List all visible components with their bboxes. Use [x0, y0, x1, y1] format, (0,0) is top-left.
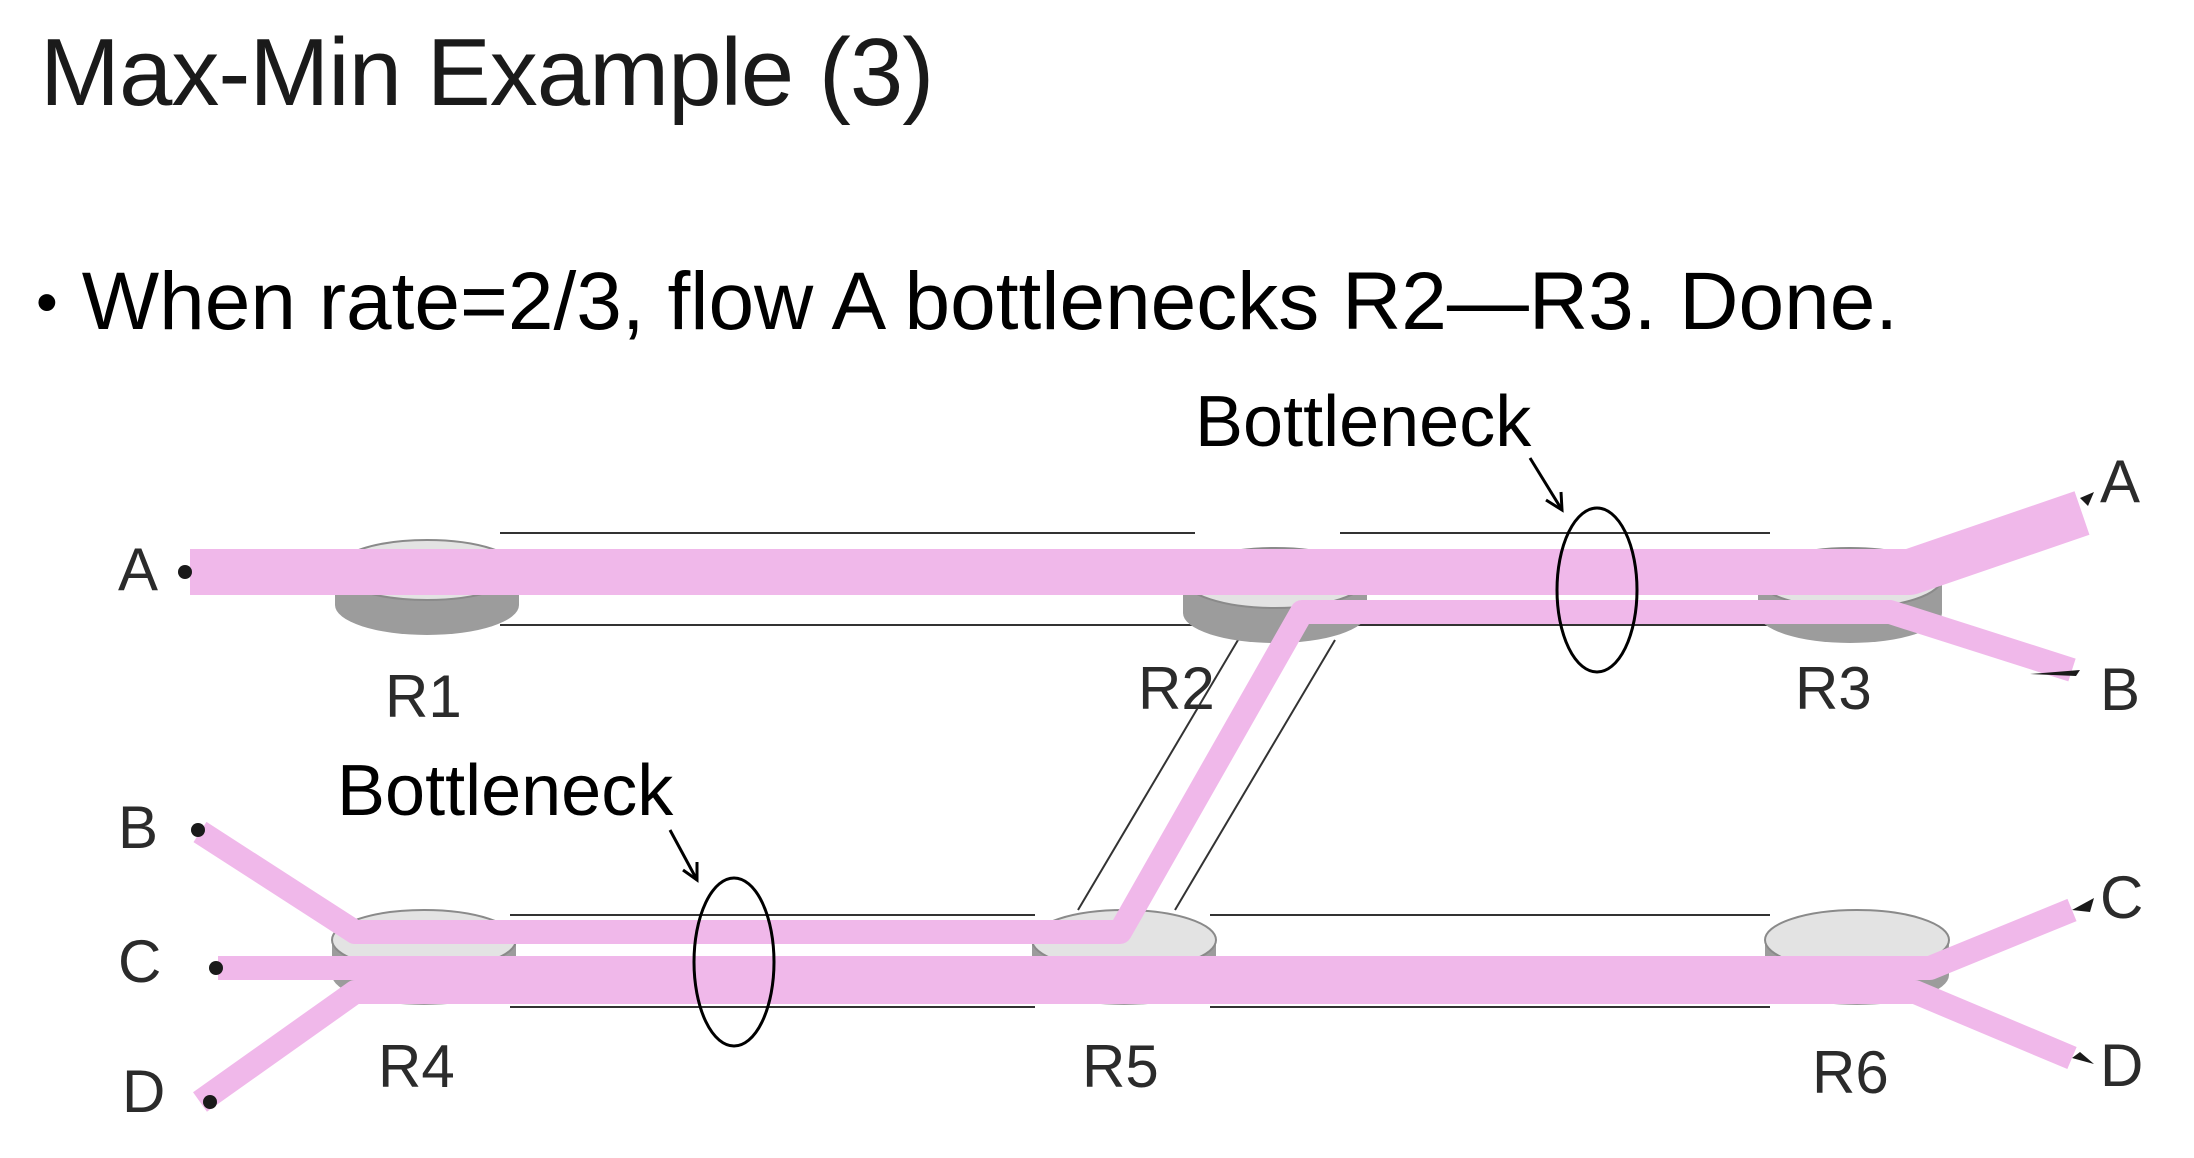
bullet-dot-icon: • [36, 268, 58, 337]
bottleneck-ellipse-r2-r3 [1555, 506, 1639, 674]
callout-arrowhead-top-icon [1545, 491, 1564, 513]
endpoint-markers [178, 492, 2094, 1109]
endpoint-a-out-label: A [2100, 448, 2140, 515]
bottleneck-label-bottom: Bottleneck [337, 751, 674, 831]
endpoint-b-out-label: B [2100, 656, 2140, 723]
endpoint-c-in-label: C [118, 928, 161, 995]
flow-d [193, 980, 2077, 1112]
router-r4-label: R4 [378, 1033, 455, 1100]
callout-arrow-top [1528, 457, 1564, 511]
router-r2-label: R2 [1138, 655, 1215, 722]
flow-c [218, 898, 2077, 980]
bottleneck-ellipse-r4-r5 [692, 876, 776, 1048]
endpoint-c-out-label: C [2100, 864, 2143, 931]
flows [190, 491, 2090, 1112]
slide-title: Max-Min Example (3) [40, 19, 934, 126]
bullet-point: • When rate=2/3, flow A bottlenecks R2—R… [36, 255, 1898, 349]
endpoint-c-in-dot [209, 961, 223, 975]
endpoint-a-in-label: A [118, 536, 158, 603]
flow-a [190, 491, 2090, 595]
bottleneck-label-top: Bottleneck [1195, 382, 1532, 462]
endpoint-b-in-label: B [118, 794, 158, 861]
router-r5-label: R5 [1082, 1033, 1159, 1100]
endpoint-c-out-arrow-icon [2072, 898, 2094, 912]
callout-arrows [668, 457, 1564, 883]
router-links [500, 532, 1770, 1008]
endpoint-a-in-dot [178, 565, 192, 579]
router-r1-label: R1 [385, 663, 462, 730]
endpoint-b-out-arrow-icon [2030, 670, 2080, 676]
endpoint-b-in-dot [191, 823, 205, 837]
callout-arrowhead-bottom-icon [682, 862, 699, 883]
endpoint-a-out-arrow-icon [2080, 492, 2094, 506]
router-r3-label: R3 [1795, 655, 1872, 722]
link-r2-r5-left [1077, 639, 1239, 911]
flow-b [193, 600, 2076, 944]
link-r2-r5-right [1174, 639, 1336, 911]
endpoint-d-in-dot [203, 1095, 217, 1109]
bullet-text: When rate=2/3, flow A bottlenecks R2—R3.… [81, 256, 1899, 347]
endpoint-d-in-label: D [122, 1058, 165, 1125]
endpoint-d-out-arrow-icon [2072, 1052, 2094, 1064]
callout-arrow-bottom [668, 829, 699, 881]
endpoint-d-out-label: D [2100, 1032, 2143, 1099]
router-r6-label: R6 [1812, 1039, 1889, 1106]
